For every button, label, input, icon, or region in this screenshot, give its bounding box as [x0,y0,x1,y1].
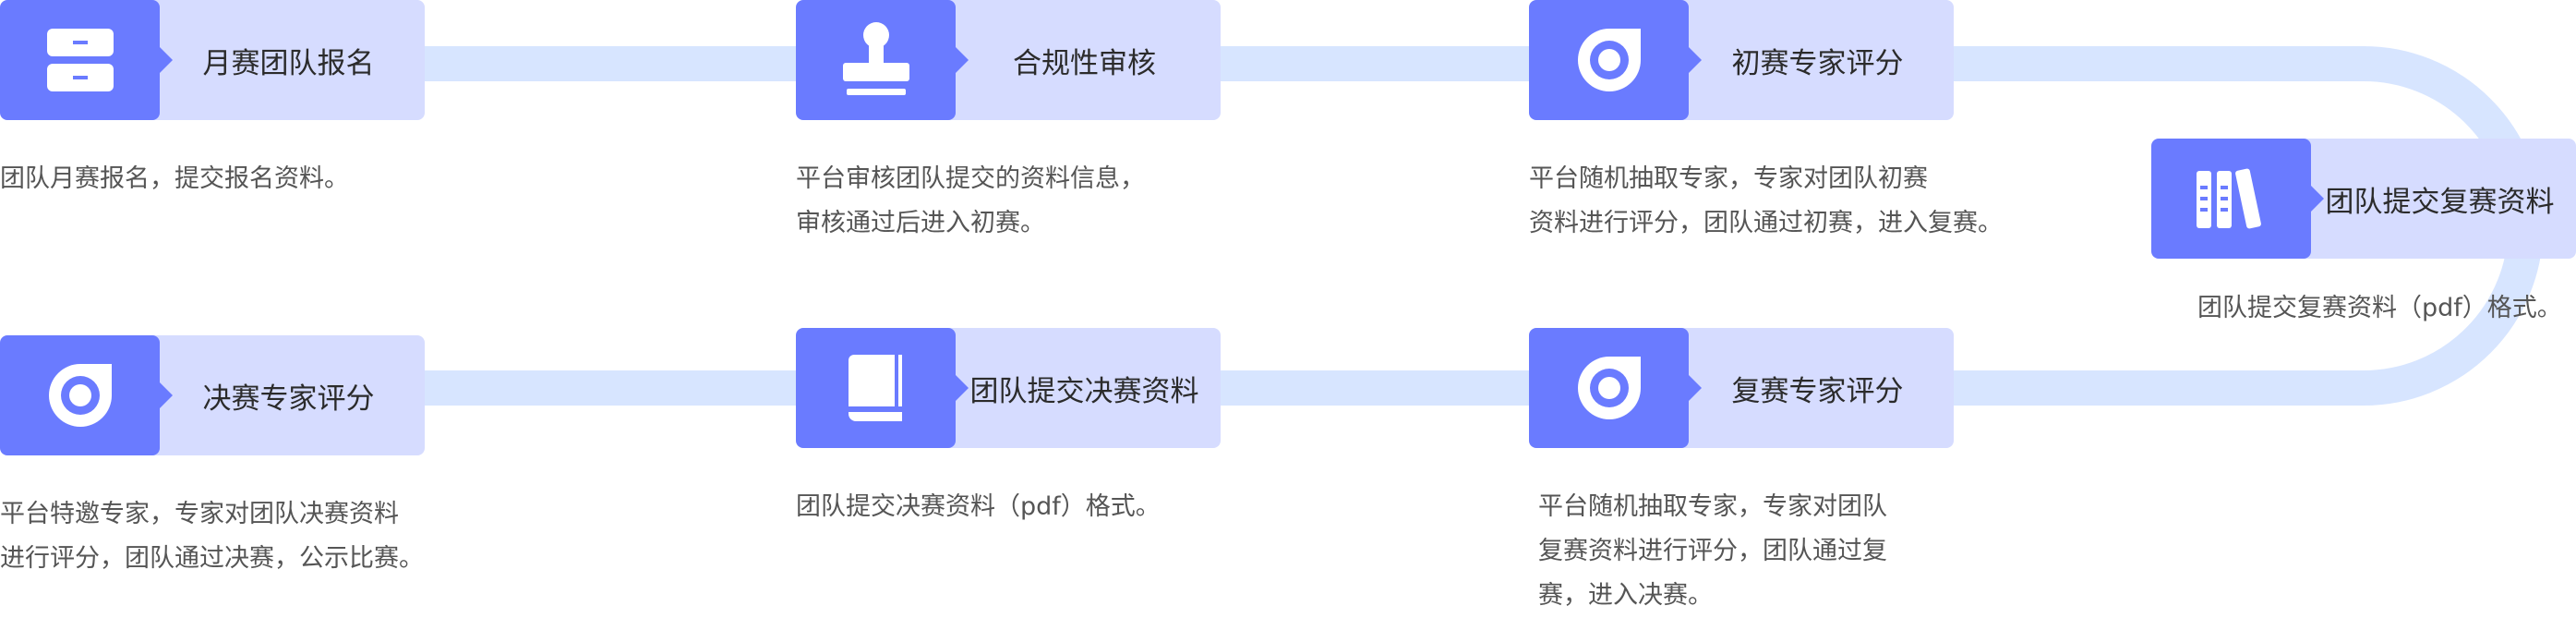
step-4-description: 团队提交复赛资料（pdf）格式。 [2197,286,2562,331]
step-6-desc-line: 团队提交决赛资料（pdf）格式。 [796,492,1161,521]
expert-badge-icon [1577,29,1641,91]
step-3-icon-box [1529,0,1702,120]
step-2-desc-line: 审核通过后进入初赛。 [796,209,1045,237]
step-5-desc-line: 平台随机抽取专家，专家对团队 [1538,492,1887,521]
step-7-title: 决赛专家评分 [152,335,425,455]
books-icon [2196,168,2261,229]
step-1-title: 月赛团队报名 [152,0,425,120]
step-5-description: 平台随机抽取专家，专家对团队 复赛资料进行评分，团队通过复 赛，进入决赛。 [1538,485,1887,618]
step-2-desc-line: 平台审核团队提交的资料信息， [796,164,1145,193]
step-3-title: 初赛专家评分 [1681,0,1954,120]
step-7-icon-box [0,335,173,455]
stamp-icon [842,22,909,95]
step-3-description: 平台随机抽取专家，专家对团队初赛 资料进行评分，团队通过初赛，进入复赛。 [1529,157,2003,246]
step-7-description: 平台特邀专家，专家对团队决赛资料 进行评分，团队通过决赛，公示比赛。 [0,492,424,581]
step-5-icon-box [1529,328,1702,448]
expert-badge-icon [48,364,112,427]
step-5-desc-line: 赛，进入决赛。 [1538,581,1713,610]
step-3-desc-line: 平台随机抽取专家，专家对团队初赛 [1529,164,1928,193]
step-6-description: 团队提交决赛资料（pdf）格式。 [796,485,1161,529]
step-7-desc-line: 进行评分，团队通过决赛，公示比赛。 [0,544,424,573]
step-2-title: 合规性审核 [948,0,1221,120]
step-5-title: 复赛专家评分 [1681,328,1954,448]
step-6-title: 团队提交决赛资料 [948,328,1221,448]
step-5-desc-line: 复赛资料进行评分，团队通过复 [1538,537,1887,565]
expert-badge-icon [1577,357,1641,419]
book-icon [848,355,902,421]
step-2-description: 平台审核团队提交的资料信息， 审核通过后进入初赛。 [796,157,1145,246]
step-4-title: 团队提交复赛资料 [2304,139,2576,259]
step-7-desc-line: 平台特邀专家，专家对团队决赛资料 [0,500,399,528]
step-1-desc-line: 团队月赛报名，提交报名资料。 [0,164,349,193]
step-1-icon-box [0,0,173,120]
step-1-description: 团队月赛报名，提交报名资料。 [0,157,349,201]
step-4-desc-line: 团队提交复赛资料（pdf）格式。 [2197,294,2562,322]
cabinet-drawers-icon [46,29,114,91]
step-4-icon-box [2151,139,2324,259]
step-6-icon-box [796,328,969,448]
step-2-icon-box [796,0,969,120]
step-3-desc-line: 资料进行评分，团队通过初赛，进入复赛。 [1529,209,2003,237]
